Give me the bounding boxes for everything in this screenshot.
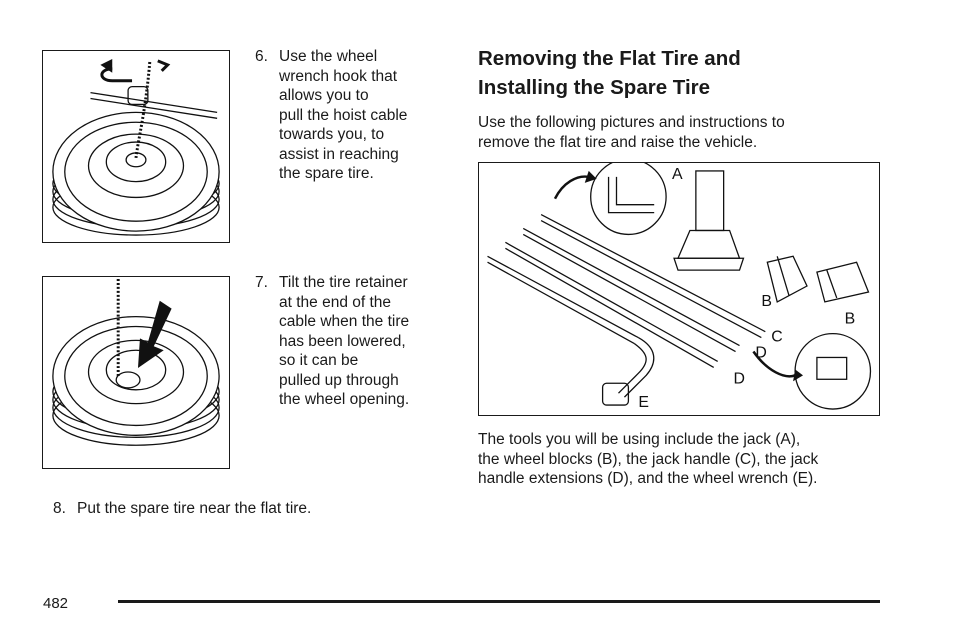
step-8: 8. Put the spare tire near the flat tire… (53, 499, 433, 521)
step-number: 7. (255, 274, 268, 291)
label-extension-d: D (755, 344, 766, 361)
figure-tools: A B B C D D E (478, 162, 880, 416)
label-jack-a: A (672, 166, 683, 183)
footer-rule (118, 600, 880, 603)
step-6: 6. Use the wheel wrench hook that allows… (255, 47, 445, 187)
step-text: Use the wheel wrench hook that allows yo… (279, 48, 408, 182)
intro-paragraph: Use the following pictures and instructi… (478, 114, 785, 151)
section-heading: Removing the Flat Tire and Installing th… (478, 47, 741, 99)
label-jack-handle-c: C (771, 329, 782, 346)
step-number: 8. (53, 500, 66, 517)
step-text: Put the spare tire near the flat tire. (77, 500, 312, 517)
tire-retainer-illustration (52, 279, 220, 446)
label-wheel-wrench-e: E (638, 394, 649, 411)
step-text: Tilt the tire retainer at the end of the… (279, 274, 410, 408)
label-wheel-block-b: B (761, 293, 772, 310)
tools-paragraph: The tools you will be using include the … (478, 431, 819, 487)
hoist-cable-illustration (52, 58, 220, 236)
page-number: 482 (43, 595, 69, 612)
figure-tire-retainer (42, 276, 230, 469)
label-extension-d: D (734, 370, 745, 387)
step-number: 6. (255, 48, 268, 65)
label-wheel-block-b: B (845, 311, 856, 328)
tools-illustration: A B B C D D E (487, 163, 872, 411)
step-7: 7. Tilt the tire retainer at the end of … (255, 273, 445, 413)
figure-hoist-cable (42, 50, 230, 243)
